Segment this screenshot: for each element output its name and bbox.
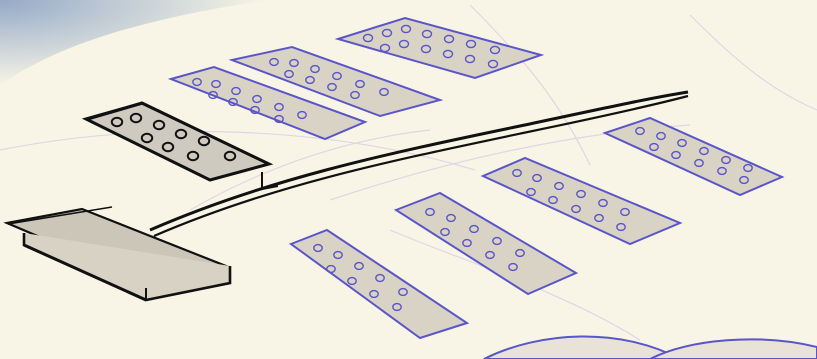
sketch-drawing [0,0,817,359]
sketch-canvas [0,0,817,359]
